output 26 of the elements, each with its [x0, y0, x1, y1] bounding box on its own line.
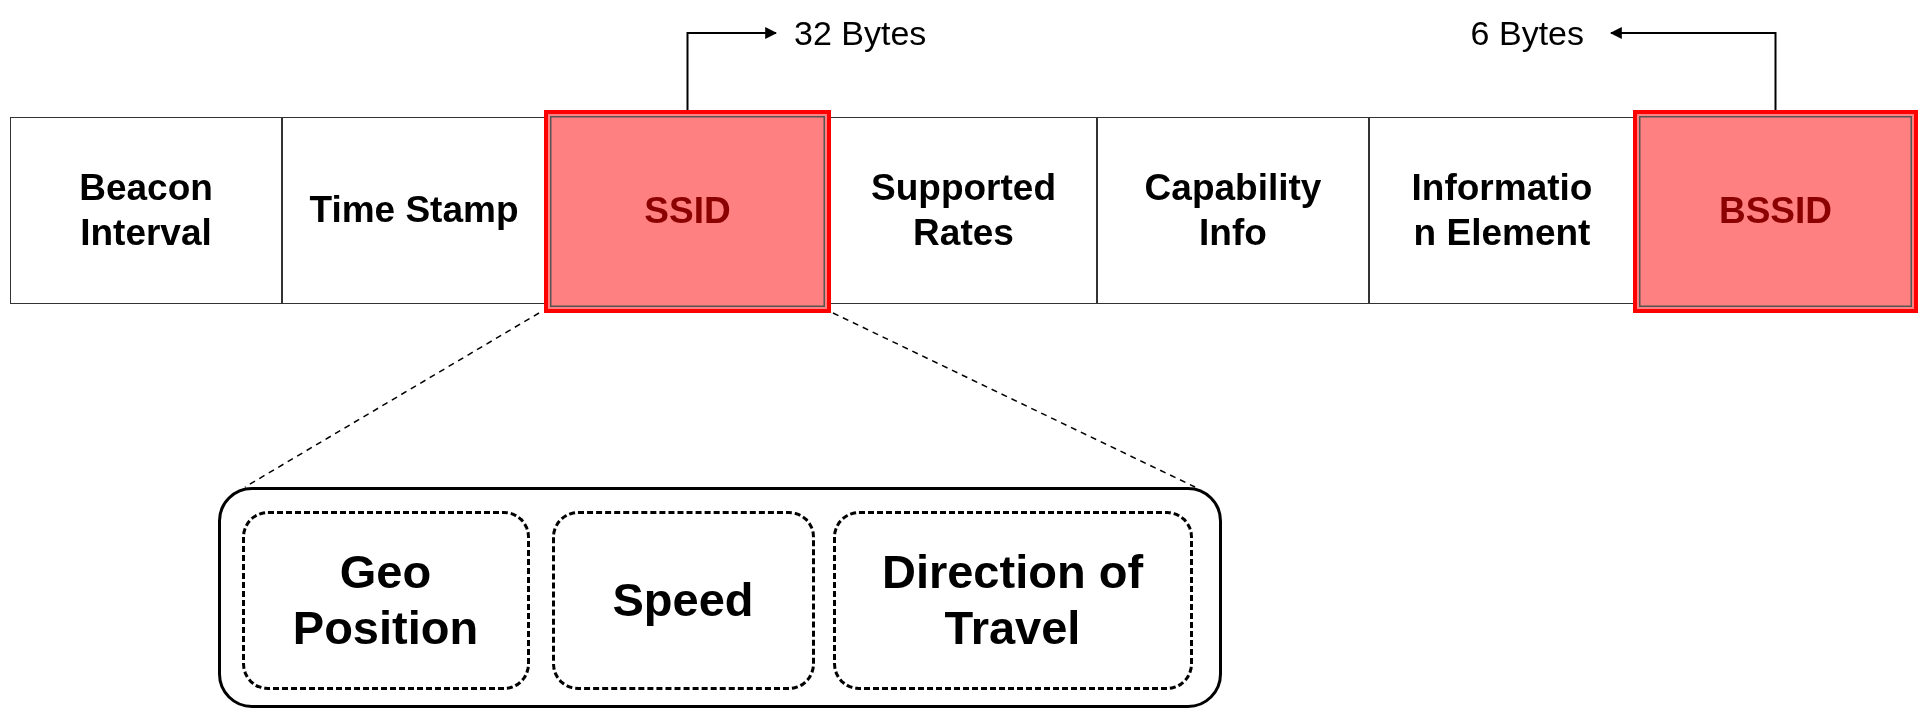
zoom-line	[832, 312, 1196, 488]
field-label: BSSID	[1717, 189, 1834, 234]
field-cell	[10, 117, 282, 304]
subfield-box	[832, 510, 1193, 690]
field-label: Time Stamp	[308, 188, 520, 233]
field-label: SSID	[643, 189, 732, 234]
field-cell	[830, 117, 1097, 304]
field-cell	[282, 117, 546, 304]
field-label: Beacon Interval	[78, 166, 214, 255]
field-label: Informatio n Element	[1410, 166, 1594, 255]
field-label: Supported Rates	[870, 166, 1057, 255]
highlighted-field	[544, 110, 831, 313]
field-cell	[1097, 117, 1369, 304]
subfield-box	[551, 510, 815, 690]
field-label: 6 Bytes	[1469, 12, 1585, 54]
field-label: Direction of Travel	[880, 543, 1145, 656]
field-label: Speed	[611, 571, 755, 628]
highlighted-field	[1633, 110, 1918, 313]
arrow	[686, 27, 778, 111]
arrow	[1609, 27, 1777, 111]
field-label: Capability Info	[1143, 166, 1323, 255]
zoom-line	[244, 312, 540, 488]
field-label: Geo Position	[291, 543, 480, 656]
field-label: 32 Bytes	[793, 12, 928, 54]
field-cell	[1369, 117, 1635, 304]
subfield-box	[241, 510, 530, 690]
